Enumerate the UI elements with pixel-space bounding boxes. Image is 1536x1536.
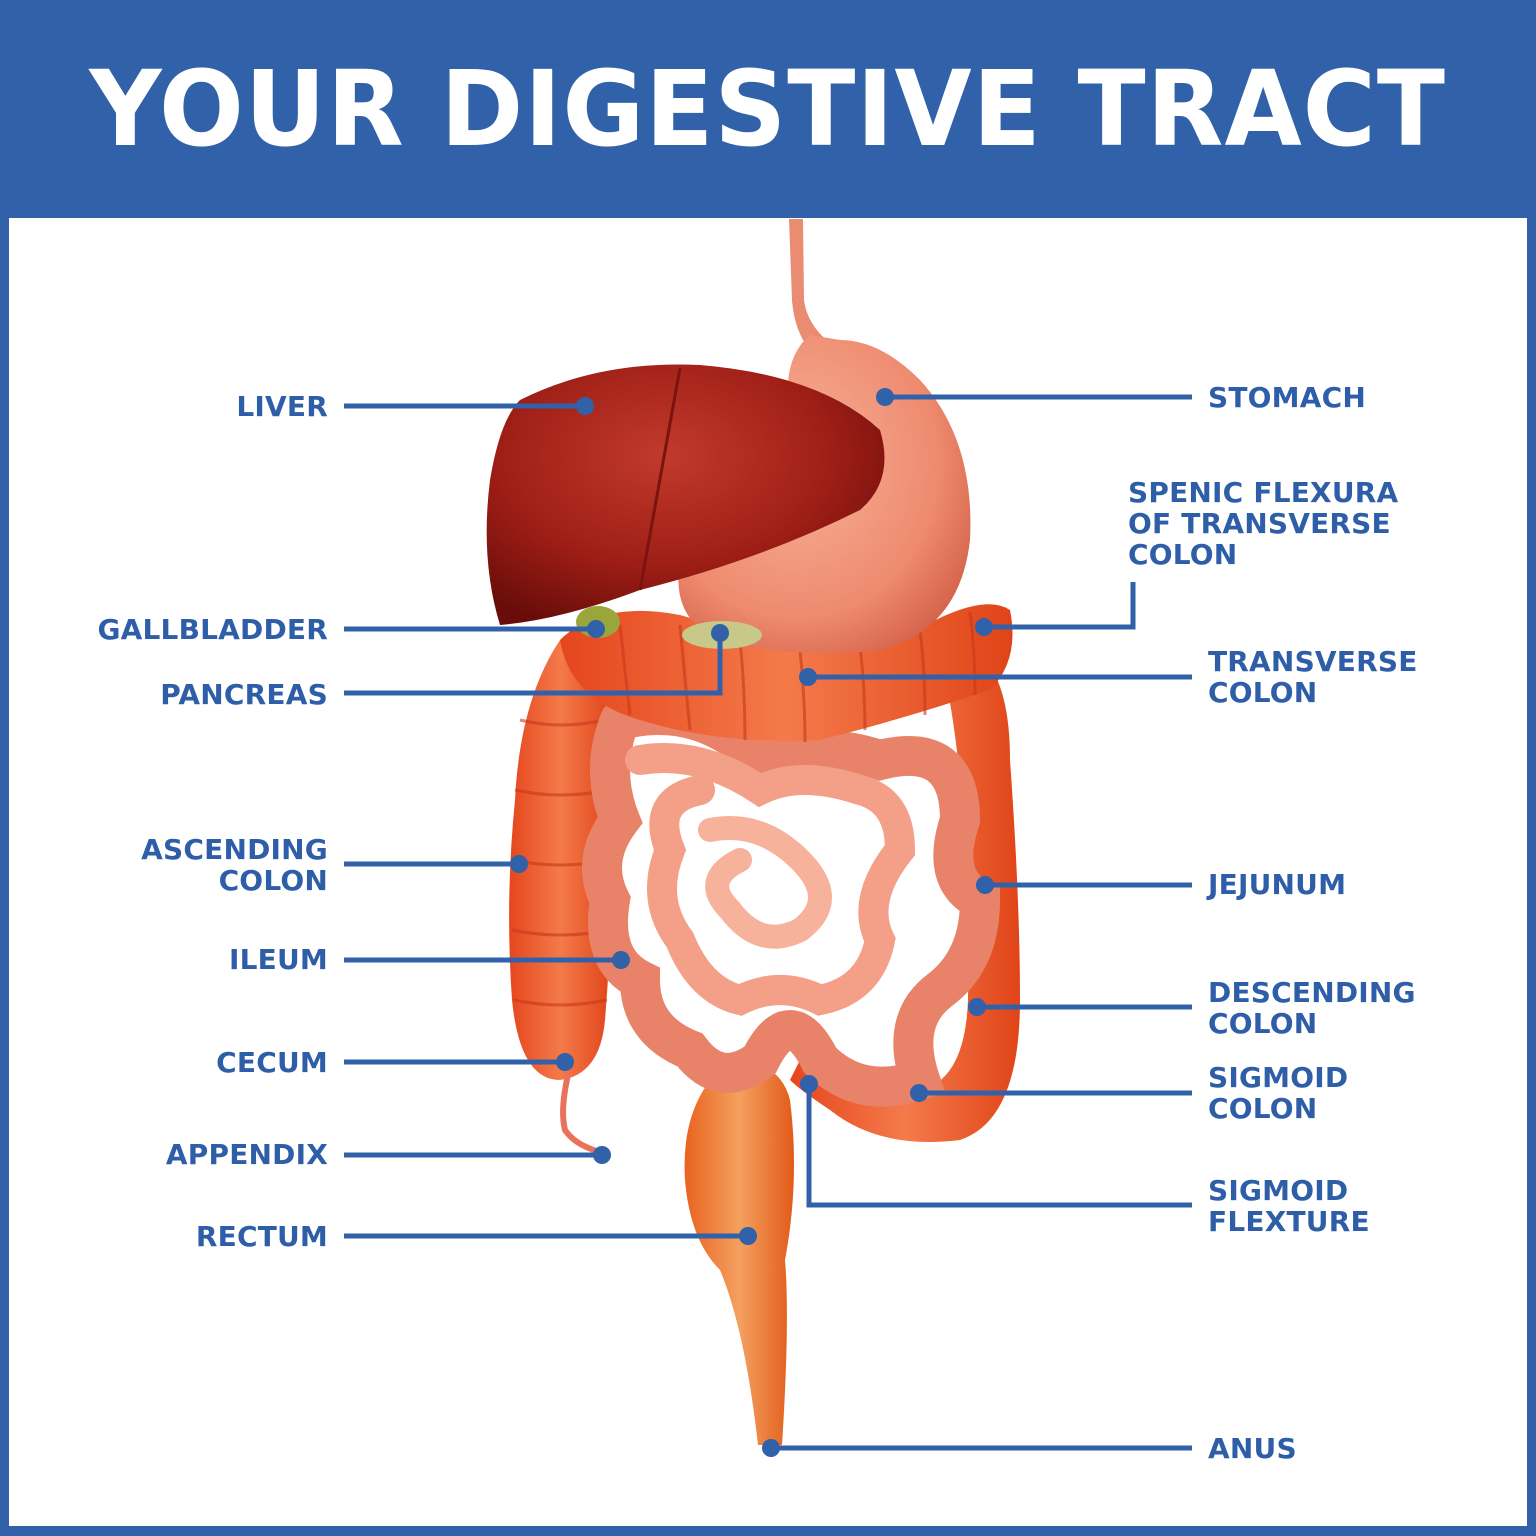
splenic-flexura-dot: [975, 618, 993, 636]
sigmoid-flexture-dot: [800, 1075, 818, 1093]
rectum-illustration: [684, 1060, 794, 1445]
label-rectum: RECTUM: [195, 1220, 328, 1253]
label-sigmoid-colon: SIGMOID COLON: [1208, 1061, 1349, 1125]
label-pancreas: PANCREAS: [160, 678, 328, 711]
leader-lines: [344, 394, 1192, 1451]
label-liver: LIVER: [236, 390, 328, 423]
appendix-illustration: [560, 1074, 601, 1155]
ascending-colon-dot: [510, 855, 528, 873]
label-gallbladder: GALLBLADDER: [97, 613, 328, 646]
stomach-dot: [876, 388, 894, 406]
transverse-colon-dot: [799, 668, 817, 686]
label-ascending-colon: ASCENDING COLON: [141, 833, 328, 897]
jejunum-dot: [976, 876, 994, 894]
gallbladder-dot: [587, 620, 605, 638]
label-anus: ANUS: [1208, 1432, 1297, 1465]
label-transverse-colon: TRANSVERSE COLON: [1208, 645, 1418, 709]
cecum-dot: [556, 1053, 574, 1071]
label-sigmoid-flexture: SIGMOID FLEXTURE: [1208, 1174, 1370, 1238]
liver-illustration: [486, 364, 885, 625]
descending-colon-dot: [968, 998, 986, 1016]
title-banner: YOUR DIGESTIVE TRACT: [0, 0, 1536, 218]
label-cecum: CECUM: [216, 1046, 328, 1079]
rectum-dot: [739, 1227, 757, 1245]
pancreas-dot: [711, 624, 729, 642]
transverse-colon-illustration: [560, 604, 1013, 743]
page-title: YOUR DIGESTIVE TRACT: [89, 48, 1447, 170]
appendix-dot: [593, 1146, 611, 1164]
pointer-dots: [510, 388, 994, 1457]
label-jejunum: JEJUNUM: [1208, 868, 1347, 901]
label-stomach: STOMACH: [1208, 381, 1366, 414]
label-ileum: ILEUM: [229, 943, 328, 976]
label-appendix: APPENDIX: [165, 1138, 328, 1171]
liver-dot: [576, 397, 594, 415]
anus-dot: [762, 1439, 780, 1457]
label-descending-colon: DESCENDING COLON: [1208, 976, 1416, 1040]
label-splenic-flexura: SPENIC FLEXURA OF TRANSVERSE COLON: [1128, 476, 1399, 571]
small-intestine-illustration: [582, 695, 1001, 1107]
sigmoid-colon-dot: [910, 1084, 928, 1102]
ileum-dot: [612, 951, 630, 969]
esophagus: [789, 219, 840, 360]
